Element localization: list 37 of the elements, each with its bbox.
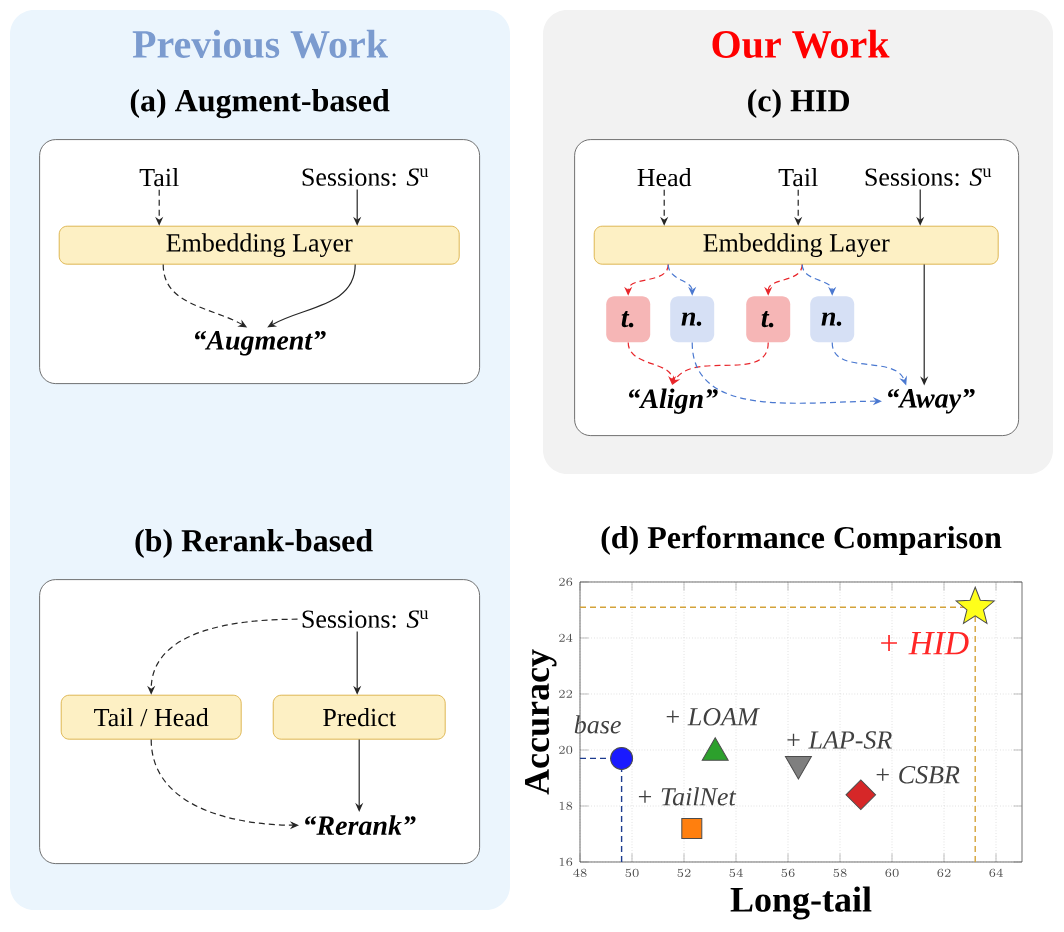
panel-title: Previous Work xyxy=(132,29,388,59)
point xyxy=(681,817,703,839)
token-box: n. xyxy=(670,296,715,343)
y-axis-title: Accuracy xyxy=(525,649,557,795)
input-label: Sessions: S$^{u}$ xyxy=(865,168,992,186)
chart-title: (d) Performance Comparison xyxy=(601,525,1002,555)
layer-box: Tail / Head xyxy=(60,694,242,740)
token-box: n. xyxy=(810,296,855,343)
series-label: base xyxy=(574,715,621,734)
layer-box: Predict xyxy=(272,694,446,740)
input-label: Head xyxy=(637,168,692,187)
box-heading: (a) Augment-based xyxy=(130,88,390,119)
token-box: t. xyxy=(606,296,651,343)
arrow xyxy=(267,264,356,328)
layer-box: Embedding Layer xyxy=(593,225,999,265)
point xyxy=(610,746,634,770)
input-label: Sessions: S$^{u}$ xyxy=(302,610,429,628)
panel-title: Our Work xyxy=(712,29,890,59)
output-label: “Augment” xyxy=(194,330,326,356)
x-axis-title: Long-tail xyxy=(730,886,872,920)
point xyxy=(955,586,995,624)
series-label: + LOAM xyxy=(666,708,760,726)
output-label: “Align” xyxy=(628,388,718,414)
box-heading: (b) Rerank-based xyxy=(135,529,373,559)
input-label: Tail xyxy=(778,168,818,187)
series-label: + TailNet xyxy=(638,787,737,806)
input-label: Tail xyxy=(139,168,179,187)
layer-box: Embedding Layer xyxy=(58,225,460,265)
series-label: + HID xyxy=(881,632,969,655)
input-label: Sessions: S$^{u}$ xyxy=(302,168,429,186)
token-box: t. xyxy=(746,296,791,343)
box-heading: (c) HID xyxy=(748,89,850,119)
output-label: “Away” xyxy=(888,388,975,414)
series-label: + CSBR xyxy=(876,766,960,784)
point xyxy=(845,779,877,811)
series-label: + LAP-SR xyxy=(787,731,892,749)
output-label: “Rerank” xyxy=(305,815,416,836)
